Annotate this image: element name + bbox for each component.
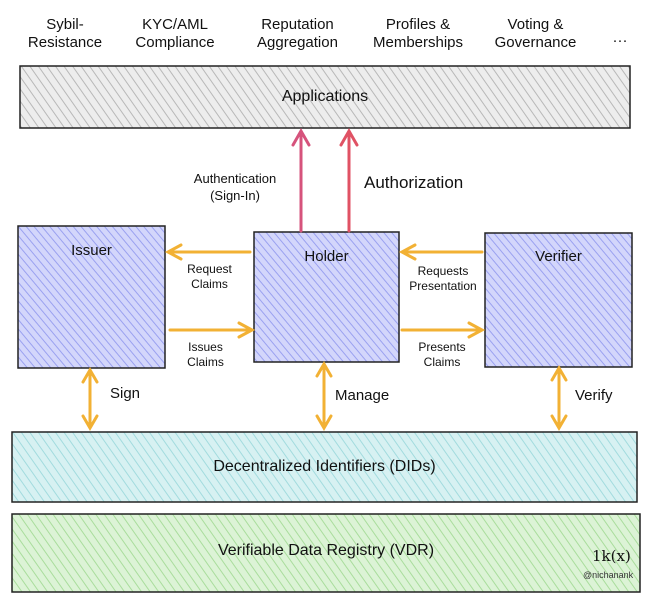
issuer-box	[17, 225, 166, 369]
request-claims-arrow	[164, 243, 252, 261]
use-case-more: ···	[612, 32, 628, 49]
holder-label: Holder	[304, 248, 349, 265]
verifier-label: Verifier	[535, 248, 582, 265]
applications-label: Applications	[281, 88, 369, 105]
verify-arrow	[550, 365, 568, 431]
holder-box	[253, 231, 400, 363]
issues-claims-arrow	[168, 321, 256, 339]
use-case-sybil-resistance: Sybil- Resistance	[27, 16, 103, 51]
requests-presentation-label: Requests Presentation	[409, 264, 477, 293]
requests-presentation-arrow	[398, 243, 484, 261]
authentication-arrow	[291, 127, 311, 233]
request-claims-label: Request Claims	[187, 262, 232, 291]
use-case-voting: Voting & Governance	[494, 16, 577, 51]
manage-label: Manage	[335, 387, 390, 404]
dids-box	[11, 431, 638, 503]
issues-claims-label: Issues Claims	[187, 340, 224, 369]
brand-handle: @nichanank	[583, 570, 634, 580]
manage-arrow	[315, 361, 333, 431]
vdr-box	[11, 513, 641, 593]
vdr-label: Verifiable Data Registry (VDR)	[217, 542, 435, 559]
authentication-label: Authentication (Sign-In)	[193, 171, 277, 203]
sign-arrow	[81, 367, 99, 431]
authorization-label: Authorization	[364, 173, 464, 192]
authorization-arrow	[339, 127, 359, 233]
brand-logo: 1k(x)	[592, 547, 631, 565]
presents-claims-arrow	[400, 321, 486, 339]
issuer-label: Issuer	[71, 242, 112, 259]
presents-claims-label: Presents Claims	[418, 340, 466, 369]
verifier-box	[484, 232, 633, 368]
use-case-profiles: Profiles & Memberships	[372, 16, 464, 51]
dids-label: Decentralized Identifiers (DIDs)	[213, 458, 436, 475]
use-case-reputation: Reputation Aggregation	[257, 16, 338, 51]
use-case-kyc-aml: KYC/AML Compliance	[135, 16, 215, 51]
applications-box	[19, 65, 631, 129]
verify-label: Verify	[575, 387, 613, 404]
sign-label: Sign	[110, 385, 141, 402]
